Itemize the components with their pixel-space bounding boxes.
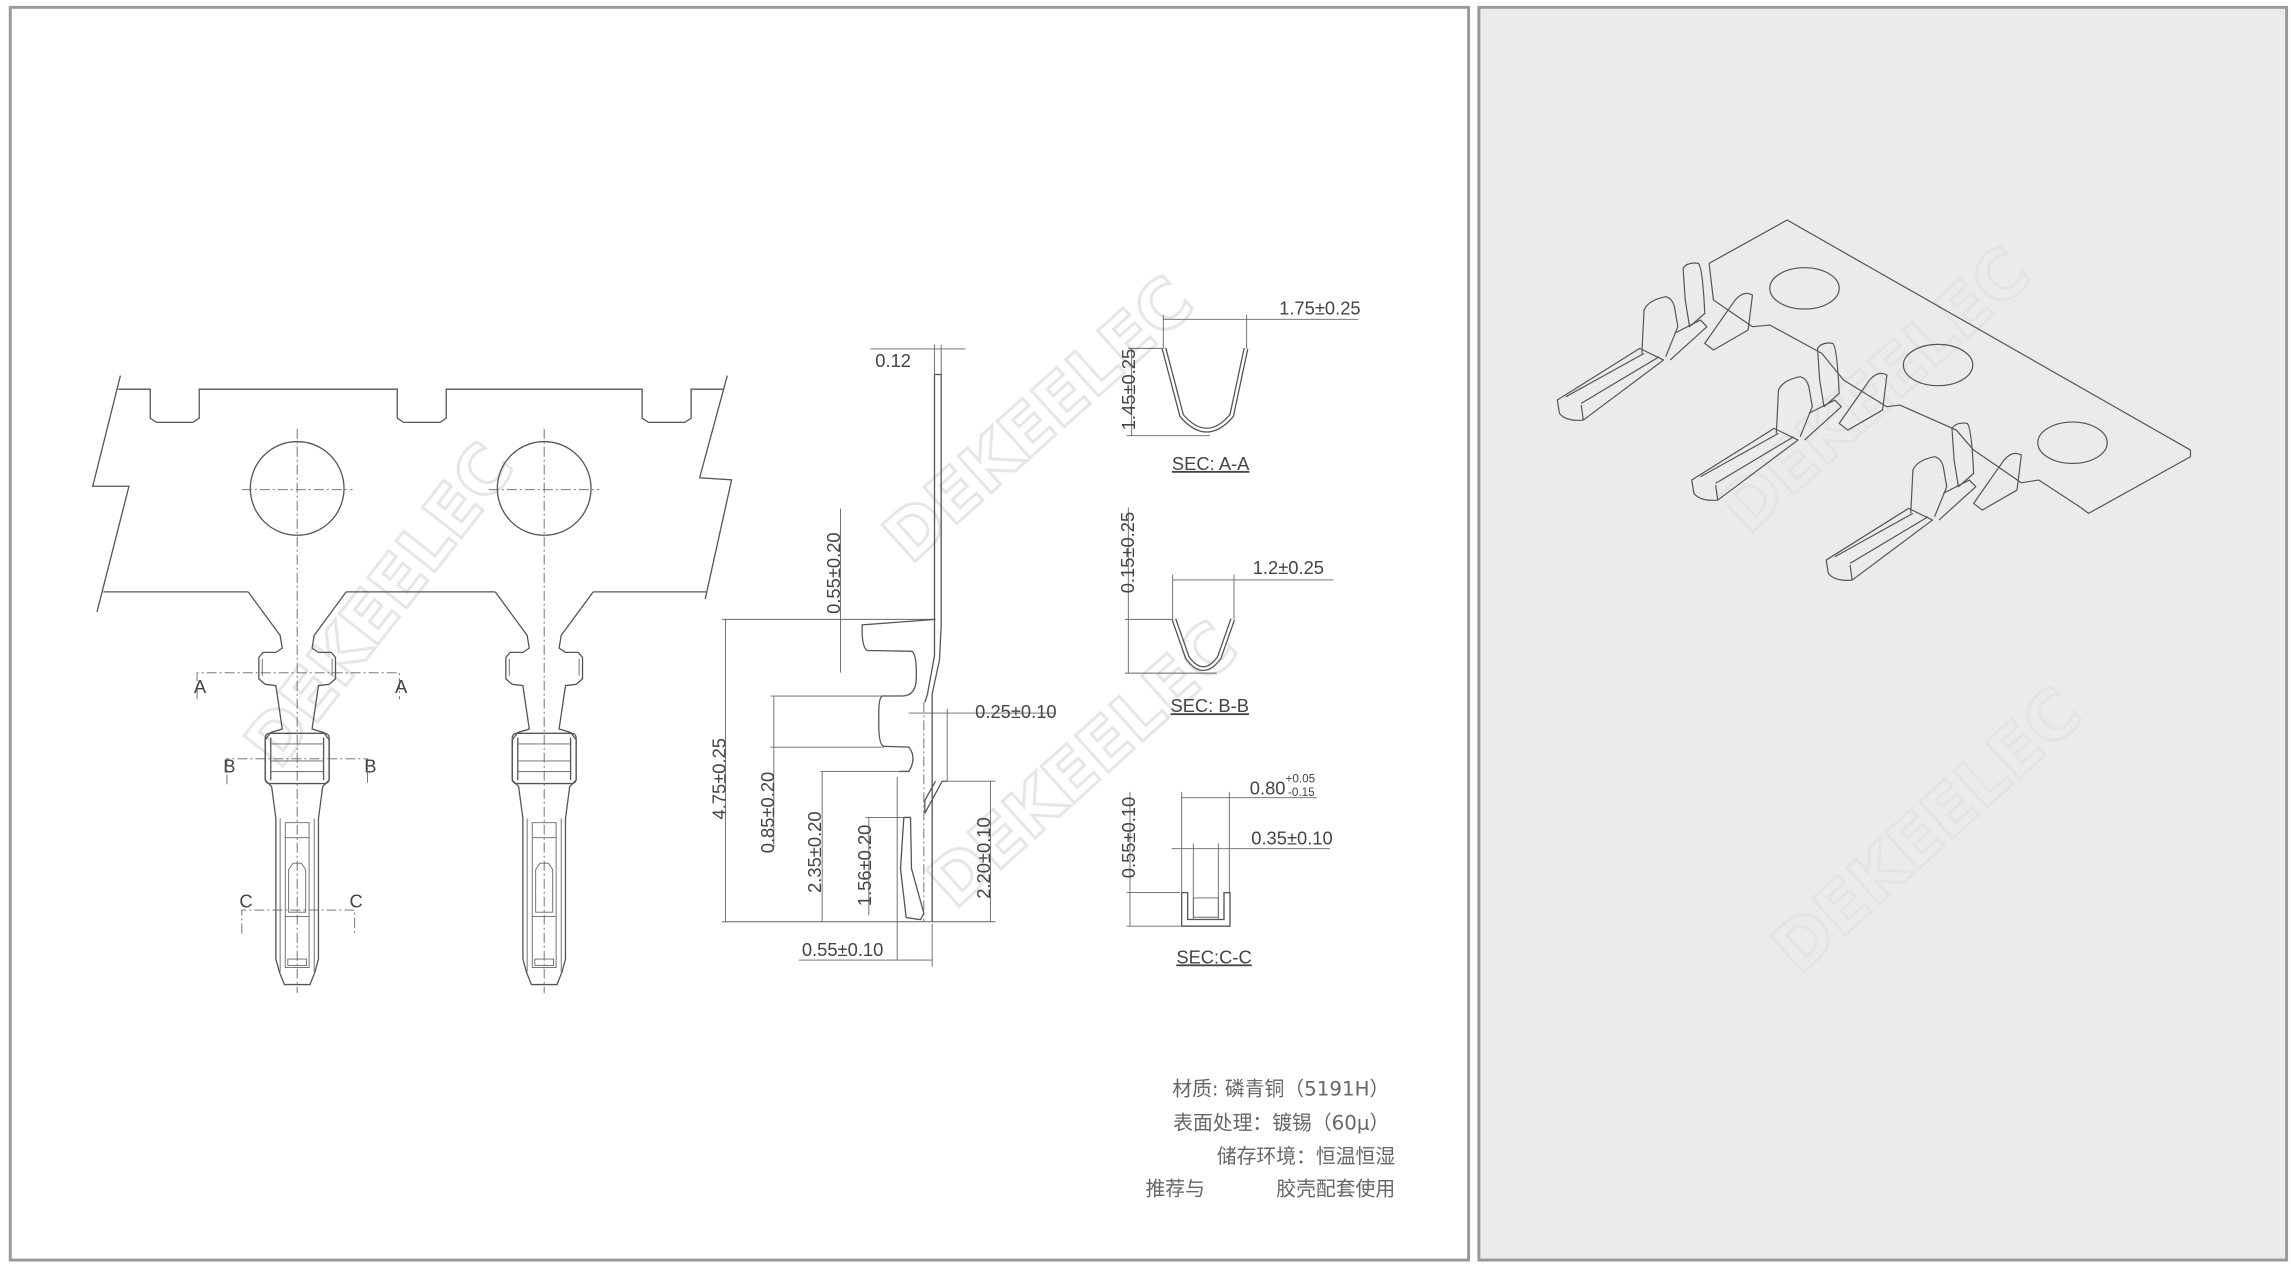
section-label-a-right: A [395, 676, 408, 697]
sec-cc-width: 0.80+0.05-0.15 [1250, 773, 1316, 799]
note-recommend-b: 胶壳配套使用 [1276, 1177, 1395, 1200]
sec-bb-width: 1.2±0.25 [1253, 557, 1324, 578]
terminal-3d-render [1557, 220, 2190, 581]
section-label-b-left: B [223, 755, 235, 776]
note-storage: 储存环境：恒温恒湿 [1217, 1145, 1396, 1168]
section-label-a-left: A [194, 676, 207, 697]
dim-085: 0.85±0.20 [757, 772, 778, 853]
sec-cc-height: 0.55±0.10 [1118, 797, 1139, 878]
section-views: 1.75±0.25 1.45±0.25 SEC: A-A 0.15±0.25 1… [1117, 297, 1361, 967]
sec-aa-title: SEC: A-A [1172, 453, 1250, 474]
sec-bb-title: SEC: B-B [1170, 695, 1249, 716]
render-panel [1477, 5, 2289, 1262]
dim-475: 4.75±0.25 [708, 738, 729, 819]
note-recommend-a: 推荐与 [1145, 1177, 1204, 1200]
side-view: 0.12 0.55±0.20 4.75±0.25 0.85±0.20 2.35±… [708, 345, 1057, 967]
dim-055-010: 0.55±0.10 [802, 939, 883, 960]
sec-cc-title: SEC:C-C [1176, 946, 1251, 967]
dim-235: 2.35±0.20 [804, 811, 825, 892]
section-label-c-right: C [350, 891, 363, 912]
drawing-panel [8, 5, 1471, 1262]
dim-025: 0.25±0.10 [975, 701, 1056, 722]
note-surface: 表面处理：镀锡（60μ） [1173, 1111, 1389, 1134]
sec-cc-tol-lower: -0.15 [1288, 786, 1315, 799]
material-notes: 材质: 磷青铜（5191H） 表面处理：镀锡（60μ） 储存环境：恒温恒湿 推荐… [1145, 1078, 1395, 1201]
dim-220: 2.20±0.10 [973, 817, 994, 898]
dim-055-020: 0.55±0.20 [823, 532, 844, 613]
sec-aa-width: 1.75±0.25 [1279, 297, 1360, 318]
section-label-c-left: C [239, 891, 252, 912]
sec-bb-height: 0.15±0.25 [1117, 512, 1138, 593]
sec-cc-tol-upper: +0.05 [1285, 773, 1315, 786]
dim-156: 1.56±0.20 [854, 825, 875, 906]
section-label-b-right: B [364, 755, 376, 776]
note-material: 材质: 磷青铜（5191H） [1172, 1078, 1389, 1101]
sec-cc-width-base: 0.80 [1250, 778, 1286, 799]
sec-cc-inner: 0.35±0.10 [1251, 827, 1332, 848]
front-view: A A B B C C [93, 376, 732, 994]
sec-aa-height: 1.45±0.25 [1118, 349, 1139, 430]
dim-thickness: 0.12 [875, 350, 911, 371]
